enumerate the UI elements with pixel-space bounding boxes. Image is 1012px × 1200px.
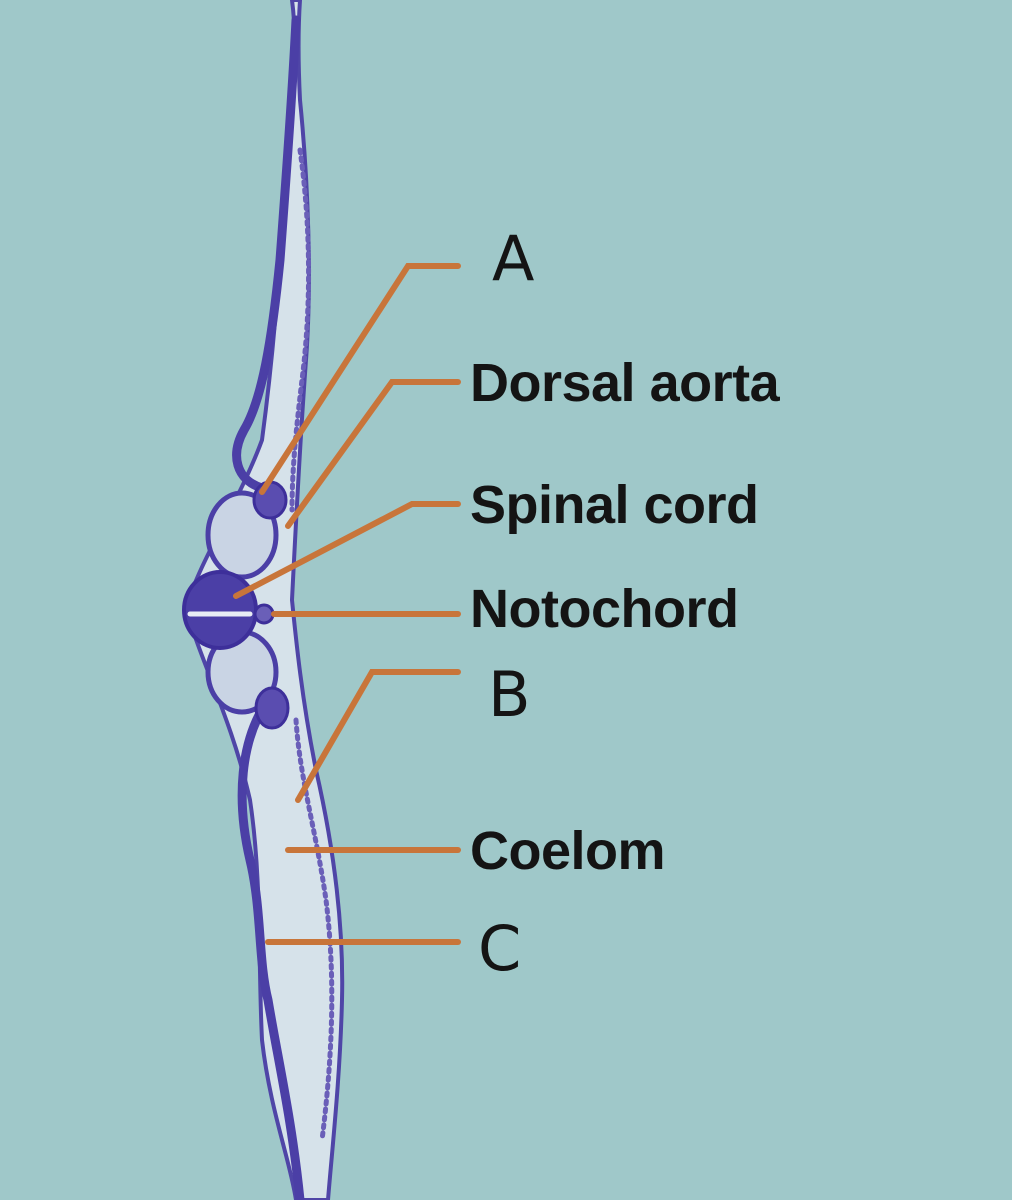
label-dorsal-aorta: Dorsal aorta [470,353,780,413]
label-c: C [478,912,522,985]
label-coelom: Coelom [470,821,666,881]
label-b: B [488,658,531,731]
upper-aorta-vessel [252,480,288,520]
upper-stained-layer [232,15,301,493]
leader-line-a [259,263,461,495]
label-notochord: Notochord [470,579,739,639]
leader-line-dorsal-aorta [285,379,461,529]
leader-lines [233,263,461,945]
label-a: A [492,222,535,295]
leader-line-b [295,669,461,803]
lower-outer-layer [293,717,335,1143]
neural-tube [182,570,258,650]
lower-aorta-vessel [254,686,290,730]
notochord-circle [253,603,275,625]
lower-stained-layer [237,695,305,1200]
upper-outer-layer [289,147,312,513]
label-spinal-cord: Spinal cord [470,475,759,535]
leader-line-spinal-cord [233,501,461,599]
